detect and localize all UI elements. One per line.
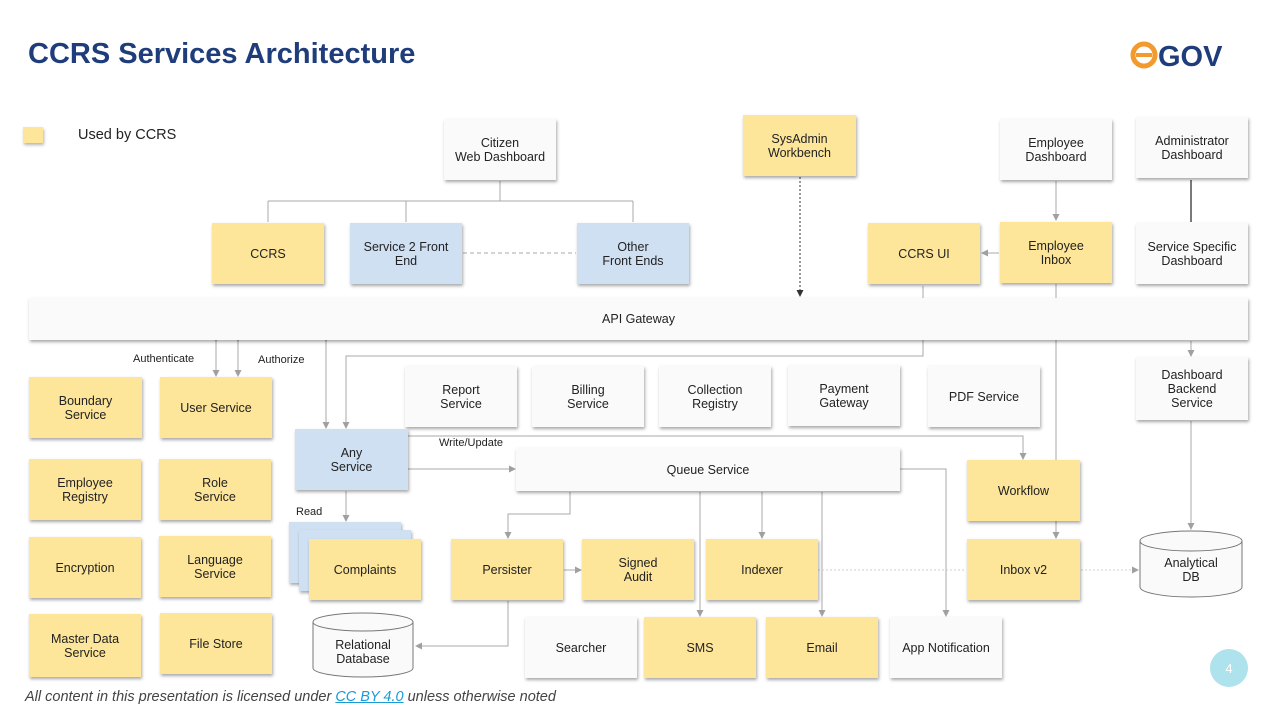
egov-logo: GOV [1130, 40, 1240, 70]
searcher: Searcher [525, 617, 637, 678]
workflow: Workflow [967, 460, 1080, 521]
employee-inbox: Employee Inbox [1000, 222, 1112, 283]
other-front-ends: Other Front Ends [577, 223, 689, 284]
license-footer: All content in this presentation is lice… [25, 689, 556, 705]
inbox-v2: Inbox v2 [967, 539, 1080, 600]
app-notification: App Notification [890, 617, 1002, 678]
employee-registry: Employee Registry [29, 459, 141, 520]
complaints: Complaints [309, 539, 421, 600]
page-number: 4 [1210, 649, 1248, 687]
administrator-dashboard: Administrator Dashboard [1136, 117, 1248, 178]
legend-swatch [23, 127, 43, 143]
boundary-service: Boundary Service [29, 377, 142, 438]
footer-suffix: unless otherwise noted [403, 689, 556, 705]
service-specific-dashboard: Service Specific Dashboard [1136, 223, 1248, 284]
role-service: Role Service [159, 459, 271, 520]
any-service: Any Service [295, 429, 408, 490]
payment-gateway: Payment Gateway [788, 365, 900, 426]
file-store: File Store [160, 613, 272, 674]
svg-text:GOV: GOV [1158, 41, 1223, 70]
citizen-web-dashboard: Citizen Web Dashboard [444, 119, 556, 180]
relational-database-label: Relational Database [335, 638, 391, 666]
analytical-db-label: Analytical DB [1164, 556, 1218, 584]
employee-dashboard: Employee Dashboard [1000, 119, 1112, 180]
billing-service: Billing Service [532, 366, 644, 427]
master-data-service: Master Data Service [29, 614, 141, 677]
authorize-label: Authorize [258, 354, 305, 366]
ccrs-ui: CCRS UI [868, 223, 980, 284]
ccrs-frontend: CCRS [212, 223, 324, 284]
authenticate-label: Authenticate [133, 353, 195, 365]
user-service: User Service [160, 377, 272, 438]
sms: SMS [644, 617, 756, 678]
dashboard-backend-service: Dashboard Backend Service [1136, 357, 1248, 420]
queue-service: Queue Service [516, 448, 900, 491]
pdf-service: PDF Service [928, 366, 1040, 427]
email: Email [766, 617, 878, 678]
indexer: Indexer [706, 539, 818, 600]
persister: Persister [451, 539, 563, 600]
collection-registry: Collection Registry [659, 366, 771, 427]
cc-by-license-link[interactable]: CC BY 4.0 [335, 689, 404, 705]
signed-audit: Signed Audit [582, 539, 694, 600]
relational-database: Relational Database [312, 612, 414, 678]
write-update-label: Write/Update [439, 437, 503, 449]
page-title: CCRS Services Architecture [28, 38, 416, 70]
footer-prefix: All content in this presentation is lice… [25, 689, 336, 705]
sysadmin-workbench: SysAdmin Workbench [743, 115, 856, 176]
encryption: Encryption [29, 537, 141, 598]
service-2-front-end: Service 2 Front End [350, 223, 462, 284]
report-service: Report Service [405, 366, 517, 427]
api-gateway: API Gateway [29, 298, 1248, 340]
analytical-db: Analytical DB [1139, 530, 1243, 598]
read-label: Read [296, 506, 323, 518]
language-service: Language Service [159, 536, 271, 597]
legend-label: Used by CCRS [78, 127, 177, 143]
